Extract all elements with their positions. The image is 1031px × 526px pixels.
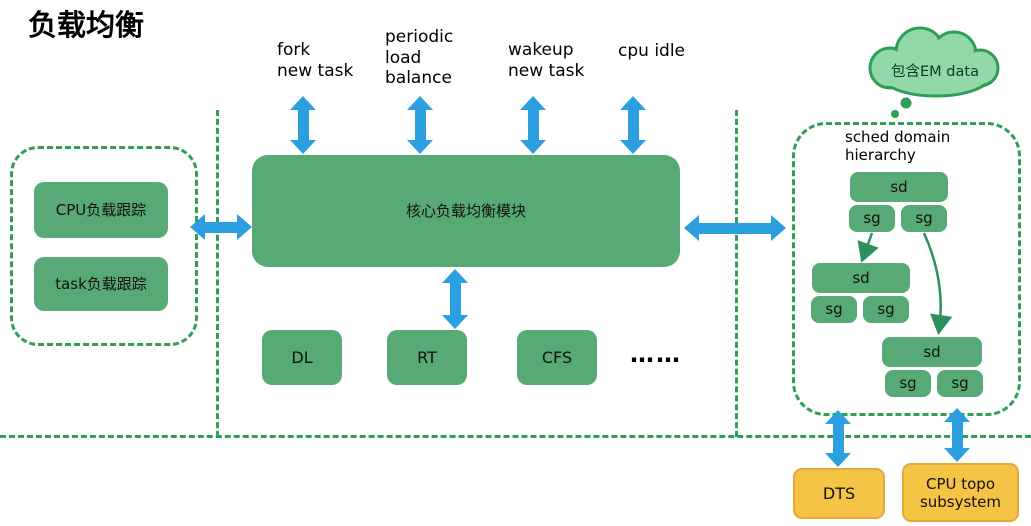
cloud-trail-dots	[891, 97, 912, 118]
sched-class-cfs-box: CFS	[517, 330, 597, 385]
sd-box-3: sd	[882, 337, 982, 367]
sg-box-3a: sg	[885, 370, 931, 397]
label-periodic-load-balance: periodic load balance	[385, 27, 454, 89]
label-fork-new-task: fork new task	[277, 40, 354, 81]
arrow-wakeup-icon	[520, 96, 546, 154]
divider-left-vertical	[216, 110, 219, 437]
sd-box-2: sd	[812, 263, 910, 293]
arrow-periodic-icon	[407, 96, 433, 154]
cpu-load-tracking-box: CPU负载跟踪	[34, 182, 168, 238]
arrow-tracking-core-icon	[190, 214, 252, 240]
sg-box-1a: sg	[849, 205, 895, 232]
core-load-balance-module-box: 核心负载均衡模块	[252, 155, 680, 267]
label-wakeup-new-task: wakeup new task	[508, 40, 585, 81]
sg-box-3b: sg	[937, 370, 983, 397]
task-load-tracking-box: task负载跟踪	[34, 257, 168, 311]
cpu-topo-subsystem-box: CPU topo subsystem	[902, 463, 1019, 522]
sg-box-1b: sg	[901, 205, 947, 232]
cloud-label: 包含EM data	[891, 64, 979, 80]
sg-box-2b: sg	[863, 296, 909, 323]
arrow-core-sched-domain-icon	[684, 214, 786, 242]
arrow-cpu-topo-icon	[944, 408, 970, 462]
arrow-fork-icon	[290, 96, 316, 154]
label-cpu-idle: cpu idle	[618, 41, 686, 61]
sched-class-rt-box: RT	[387, 330, 467, 385]
divider-right-vertical	[735, 110, 738, 437]
arrow-cpu-idle-icon	[620, 96, 646, 154]
load-tracking-group	[10, 146, 198, 346]
sched-domain-title: sched domain hierarchy	[845, 128, 951, 165]
sched-class-ellipsis: ……	[630, 340, 682, 368]
sg-box-2a: sg	[811, 296, 857, 323]
dts-box: DTS	[793, 468, 885, 519]
sched-class-dl-box: DL	[262, 330, 342, 385]
arrow-dts-icon	[825, 410, 851, 467]
page-title: 负载均衡	[28, 8, 145, 42]
em-data-cloud: 包含EM data	[852, 22, 1018, 122]
divider-bottom-horizontal	[0, 435, 1031, 438]
sd-box-1: sd	[850, 172, 948, 202]
sched-domain-group	[792, 122, 1021, 416]
arrow-core-sched-classes-icon	[442, 269, 468, 329]
